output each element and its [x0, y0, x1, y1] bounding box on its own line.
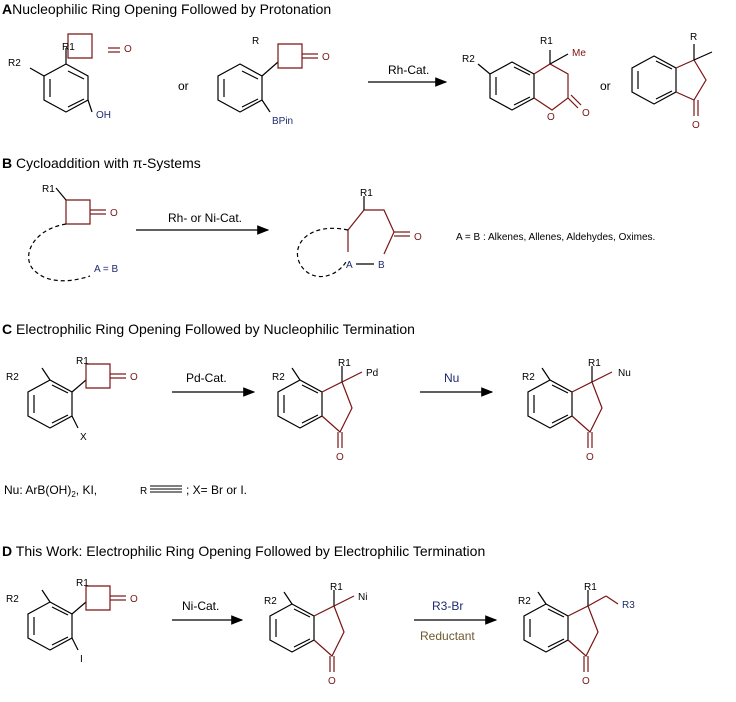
a-sm2-structure — [217, 43, 318, 113]
d-sm-structure — [27, 585, 126, 651]
b-p-structure — [296, 196, 410, 278]
a-sm1-structure — [29, 33, 93, 113]
b-note: A = B : Alkenes, Allenes, Aldehydes, Oxi… — [456, 232, 655, 243]
c-arrow-1-label: Pd-Cat. — [186, 371, 227, 385]
c-alkyne — [150, 485, 182, 493]
b-sm-structure — [28, 187, 106, 282]
a-sm1-r1: R1 — [62, 42, 75, 53]
a-p1-r2: R2 — [462, 54, 475, 65]
d-sm-r2: R2 — [6, 594, 19, 605]
c-nu-line-suffix: ; X= Br or I. — [186, 483, 247, 497]
c-sm-structure — [27, 363, 126, 429]
c-p-nu: Nu — [618, 368, 631, 379]
b-p-b: B — [378, 260, 385, 271]
d-arrow-2-label-bottom: Reductant — [420, 629, 475, 643]
a-p1-r1: R1 — [540, 36, 553, 47]
b-arrow-label: Rh- or Ni-Cat. — [168, 211, 242, 225]
a-sm2-bpin: BPin — [272, 116, 293, 127]
c-nu-line-r: R — [140, 486, 147, 497]
d-int-r2: R2 — [264, 596, 277, 607]
d-int-structure — [269, 590, 355, 672]
a-arrow-label: Rh-Cat. — [388, 63, 429, 77]
d-int-o: O — [328, 676, 336, 687]
section-c-header: C Electrophilic Ring Opening Followed by… — [2, 321, 415, 337]
a-p1-o-ring: O — [547, 112, 555, 123]
d-sm-o: O — [130, 594, 138, 605]
b-sm-r1: R1 — [42, 184, 55, 195]
d-arrow-2-label-top: R3-Br — [432, 599, 463, 613]
c-int-pd: Pd — [366, 368, 378, 379]
d-p-o: O — [582, 676, 590, 687]
b-p-r1: R1 — [360, 188, 373, 199]
section-b-header: B Cycloaddition with π-Systems — [2, 155, 201, 171]
a-or-1: or — [178, 79, 189, 93]
d-p-r3: R3 — [622, 600, 635, 611]
c-arrow-2-label: Nu — [444, 371, 459, 385]
a-sm2-r: R — [252, 36, 259, 47]
c-sm-r1: R1 — [76, 356, 89, 367]
a-sm1-r2: R2 — [8, 58, 21, 69]
a-p1-me: Me — [572, 48, 586, 59]
a-p1-structure — [477, 50, 582, 111]
d-p-r2: R2 — [518, 596, 531, 607]
d-sm-i: I — [80, 654, 83, 665]
a-p2-structure — [631, 44, 713, 116]
a-p2-o: O — [692, 120, 700, 131]
b-sm-ab: A = B — [94, 264, 119, 275]
c-p-r1: R1 — [588, 358, 601, 369]
c-sm-r2: R2 — [6, 372, 19, 383]
c-int-o: O — [336, 452, 344, 463]
a-or-2: or — [600, 79, 611, 93]
c-sm-x: X — [80, 432, 87, 443]
c-p-o: O — [586, 452, 594, 463]
c-int-structure — [277, 366, 363, 448]
a-p2-r: R — [690, 32, 697, 43]
d-p-structure — [523, 590, 619, 672]
c-int-r2: R2 — [272, 372, 285, 383]
a-sm2-o: O — [322, 52, 330, 63]
d-int-r1: R1 — [330, 582, 343, 593]
c-sm-o: O — [130, 372, 138, 383]
section-a-header: ANucleophilic Ring Opening Followed by P… — [2, 1, 331, 17]
d-int-ni: Ni — [358, 592, 367, 603]
c-nu-line: Nu: ArB(OH)2, KI, — [4, 483, 97, 499]
b-sm-o: O — [110, 208, 118, 219]
c-p-r2: R2 — [522, 372, 535, 383]
d-arrow-1-label: Ni-Cat. — [182, 599, 219, 613]
a-sm1-oh: OH — [96, 110, 111, 121]
d-sm-r1: R1 — [76, 578, 89, 589]
b-p-o: O — [414, 232, 422, 243]
d-p-r1: R1 — [584, 582, 597, 593]
b-p-a: A — [346, 260, 353, 271]
section-d-header: D This Work: Electrophilic Ring Opening … — [2, 543, 485, 559]
a-sm1-o: O — [124, 44, 132, 55]
c-p-structure — [527, 366, 613, 448]
a-p1-o: O — [582, 108, 590, 119]
c-int-r1: R1 — [338, 358, 351, 369]
